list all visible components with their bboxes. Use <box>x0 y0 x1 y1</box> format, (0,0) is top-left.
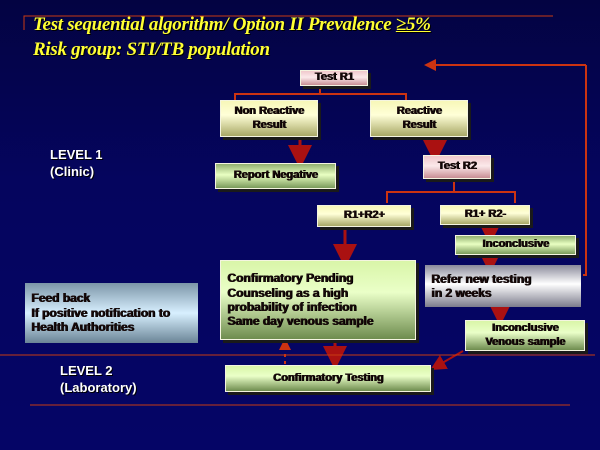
node-text: Non Reactive <box>234 105 304 118</box>
node-r1-pos-r2-neg: R1+ R2- <box>440 205 530 225</box>
node-text: Result <box>252 118 286 131</box>
arrow-venous-confirmatory <box>430 350 464 370</box>
node-text: probability of infection <box>227 300 357 314</box>
node-confirmatory-testing: Confirmatory Testing <box>225 365 431 392</box>
node-refer-new-testing: Refer new testing in 2 weeks <box>425 265 581 307</box>
level-1-name: LEVEL 1 <box>50 147 103 162</box>
node-text: Inconclusive <box>491 322 559 335</box>
node-test-r1: Test R1 <box>300 70 368 86</box>
split-r1-left <box>234 86 321 100</box>
node-reactive-result: Reactive Result <box>370 100 468 137</box>
node-inconclusive-venous-sample: Inconclusive Venous sample <box>465 320 585 351</box>
node-non-reactive-result: Non Reactive Result <box>220 100 318 137</box>
node-text: Venous sample <box>484 335 566 348</box>
node-text: If positive notification to <box>31 305 170 320</box>
node-inconclusive: Inconclusive <box>455 235 576 255</box>
node-text: in 2 weeks <box>431 286 492 300</box>
node-report-negative: Report Negative <box>215 163 336 189</box>
level-2-name: LEVEL 2 <box>60 363 113 378</box>
node-confirmatory-pending: Confirmatory Pending Counseling as a hig… <box>220 260 416 340</box>
node-text: Feed back <box>31 291 90 306</box>
loop-back-line <box>583 65 587 276</box>
split-r1-right <box>320 93 407 100</box>
node-text: Result <box>402 118 436 131</box>
node-text: Refer new testing <box>431 271 532 286</box>
node-text: Same day venous sample <box>227 314 374 329</box>
node-r1-r2-positive: R1+R2+ <box>317 205 411 227</box>
node-text: Counseling as a high <box>227 285 348 300</box>
node-feedback: Feed back If positive notification to He… <box>25 283 198 343</box>
split-r2-left <box>386 180 455 203</box>
level-1-label: LEVEL 1 (Clinic) <box>50 146 103 180</box>
node-text: Reactive <box>396 105 442 118</box>
title-text: Test sequential algorithm/ Option II Pre… <box>33 14 396 35</box>
level-1-sub: (Clinic) <box>50 164 95 179</box>
level-2-label: LEVEL 2 (Laboratory) <box>60 362 137 396</box>
level-2-sub: (Laboratory) <box>60 380 137 395</box>
title-line-1: Test sequential algorithm/ Option II Pre… <box>33 14 431 36</box>
split-r2-right <box>454 191 516 203</box>
prevalence-threshold: ≥5% <box>395 14 431 35</box>
node-text: Confirmatory Pending <box>227 271 354 286</box>
node-test-r2: Test R2 <box>423 155 491 179</box>
title-line-2: Risk group: STI/TB population <box>33 39 270 60</box>
node-text: Health Authorities <box>31 320 134 335</box>
title-frame <box>23 15 553 30</box>
